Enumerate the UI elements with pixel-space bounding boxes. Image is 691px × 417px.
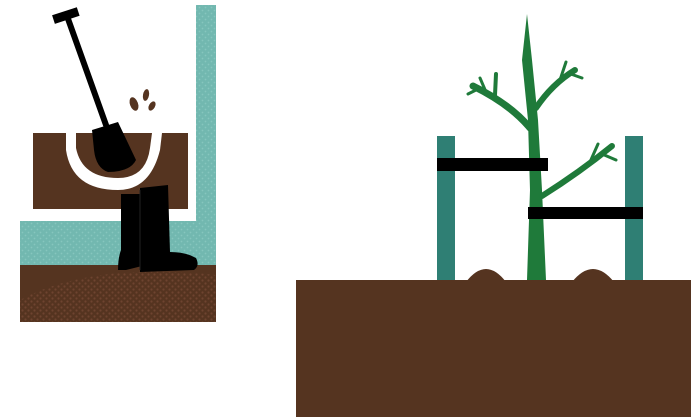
soil-ground <box>20 265 216 322</box>
digging-scene <box>0 0 230 330</box>
sapling-icon <box>468 14 616 280</box>
staked-sapling-scene <box>290 0 691 417</box>
soil-splash-icon <box>128 89 157 112</box>
soil-ground <box>296 280 691 417</box>
